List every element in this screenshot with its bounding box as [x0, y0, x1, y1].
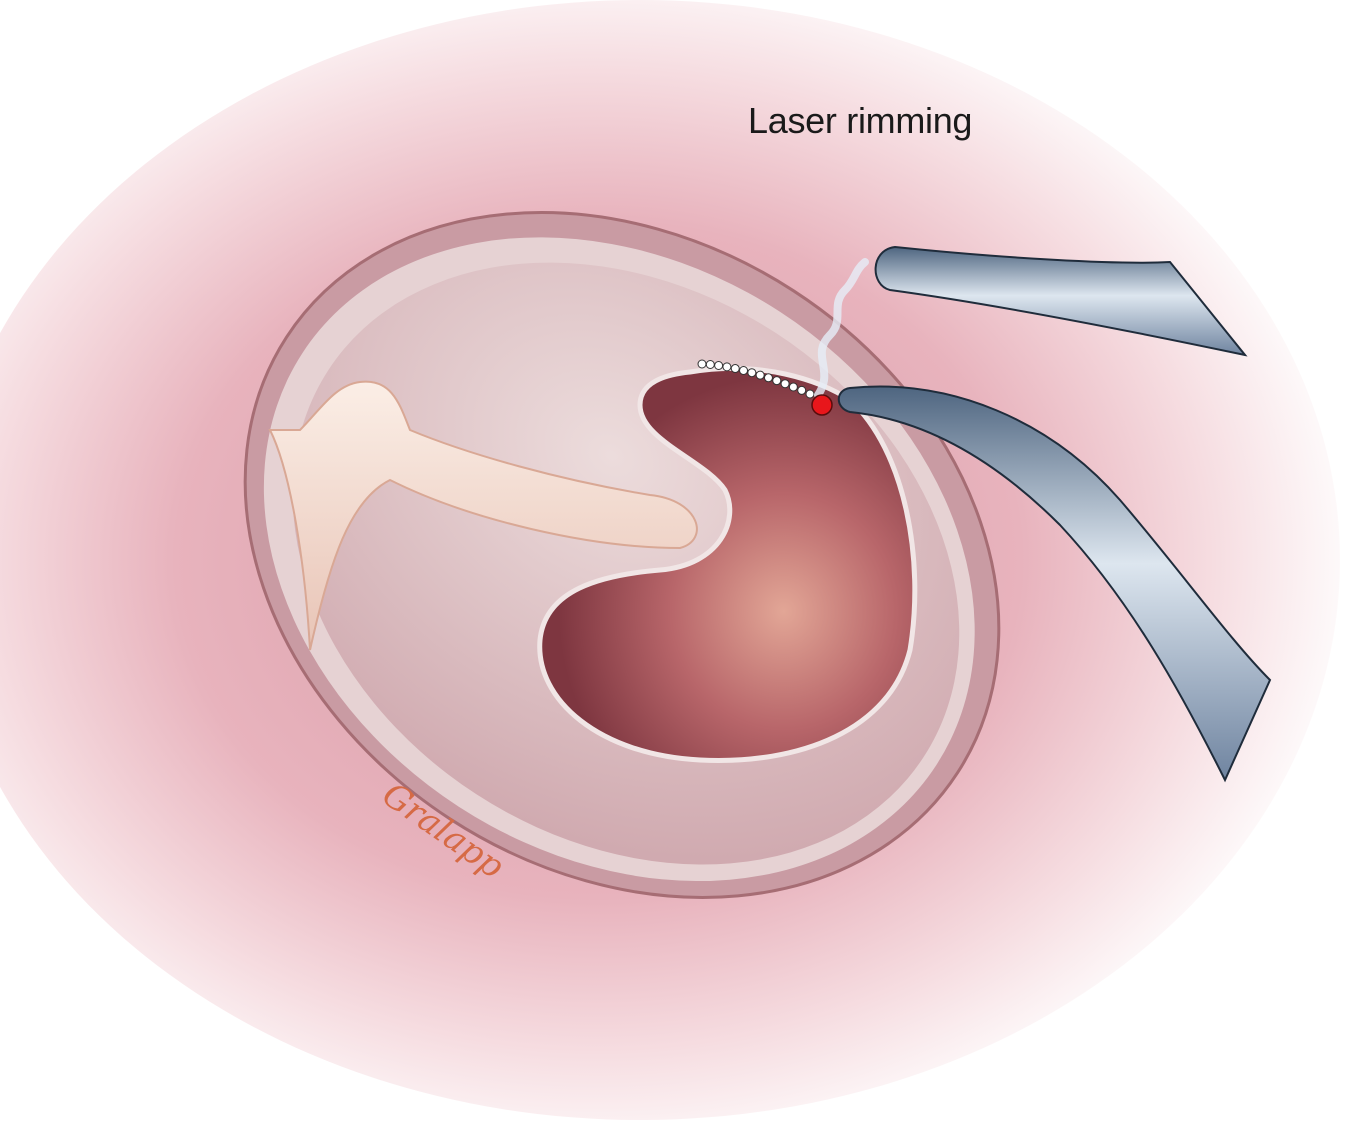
rimming-dot — [722, 362, 732, 372]
rimming-dot — [697, 359, 707, 369]
rimming-dot — [714, 361, 724, 371]
rimming-dot — [739, 366, 749, 376]
laser-spot — [811, 394, 833, 416]
rimming-dot — [788, 382, 798, 392]
rimming-dot — [747, 368, 757, 378]
rimming-dot — [797, 385, 807, 395]
perforation — [537, 365, 918, 763]
laser-fiber-instrument — [837, 385, 1272, 783]
figure-label: Laser rimming — [748, 100, 973, 141]
rimming-dot — [730, 364, 740, 374]
rimming-dot — [755, 370, 765, 380]
rimming-dot — [772, 376, 782, 386]
rimming-dot — [780, 379, 790, 389]
smoke — [814, 258, 869, 399]
rimming-dot — [763, 373, 773, 383]
rimming-dot — [805, 389, 815, 399]
suction-instrument — [874, 245, 1248, 357]
malleus — [268, 380, 698, 651]
rimming-dot — [705, 359, 715, 369]
rimming-spots — [697, 359, 815, 399]
